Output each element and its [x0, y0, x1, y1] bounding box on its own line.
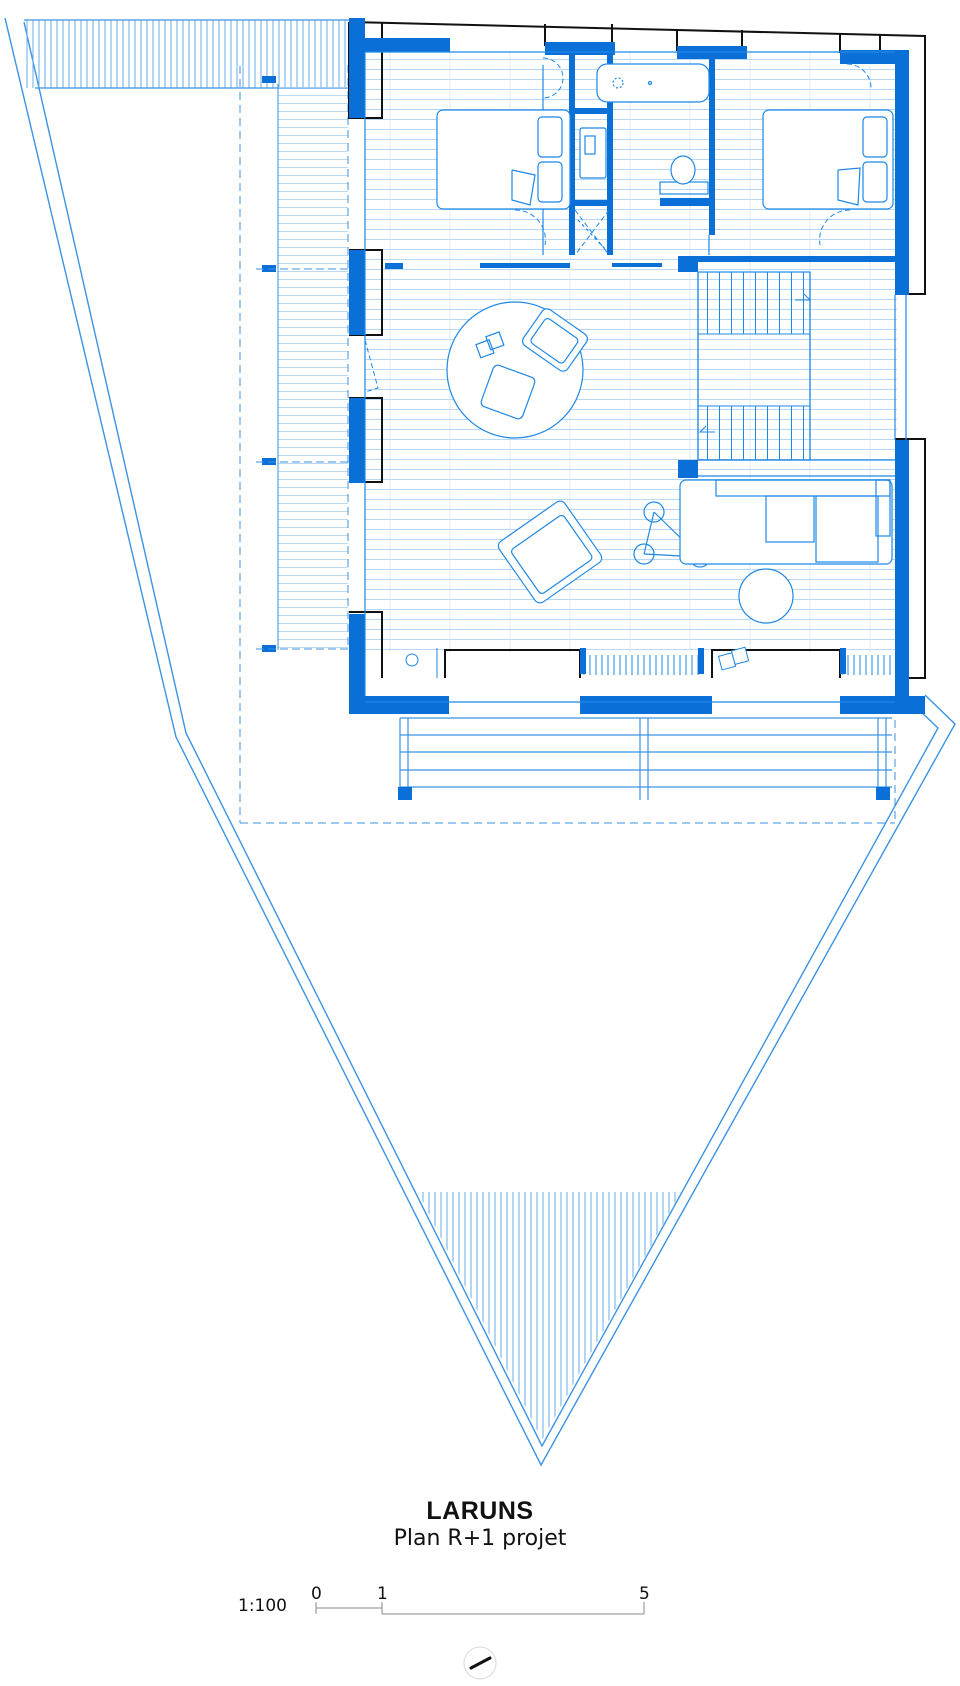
south-balcony	[398, 717, 892, 800]
scale-tick-label: 1	[377, 1584, 388, 1604]
site-outline	[4, 17, 956, 1467]
scale-ratio: 1:100	[238, 1596, 287, 1616]
bed-right	[762, 109, 894, 210]
scale-tick-label: 0	[311, 1584, 322, 1604]
scale-tick-label: 5	[639, 1584, 650, 1604]
drawing-subtitle: Plan R+1 projet	[393, 1526, 567, 1551]
north-arrow-icon	[463, 1646, 497, 1680]
rug-lounge	[446, 301, 588, 439]
walls	[349, 18, 925, 714]
bookshelves	[405, 646, 892, 678]
pergola	[24, 19, 349, 89]
scale-bar	[315, 1602, 645, 1615]
terrace-tip-hatch	[418, 1192, 681, 1440]
west-deck	[239, 65, 896, 824]
staircase	[697, 271, 812, 461]
bathroom	[577, 63, 710, 251]
doors	[364, 57, 872, 393]
lounge-chair	[497, 500, 603, 604]
round-table	[738, 568, 794, 624]
drawing-title: LARUNS	[426, 1497, 534, 1525]
sofa	[679, 479, 893, 565]
bed-left	[436, 109, 571, 210]
